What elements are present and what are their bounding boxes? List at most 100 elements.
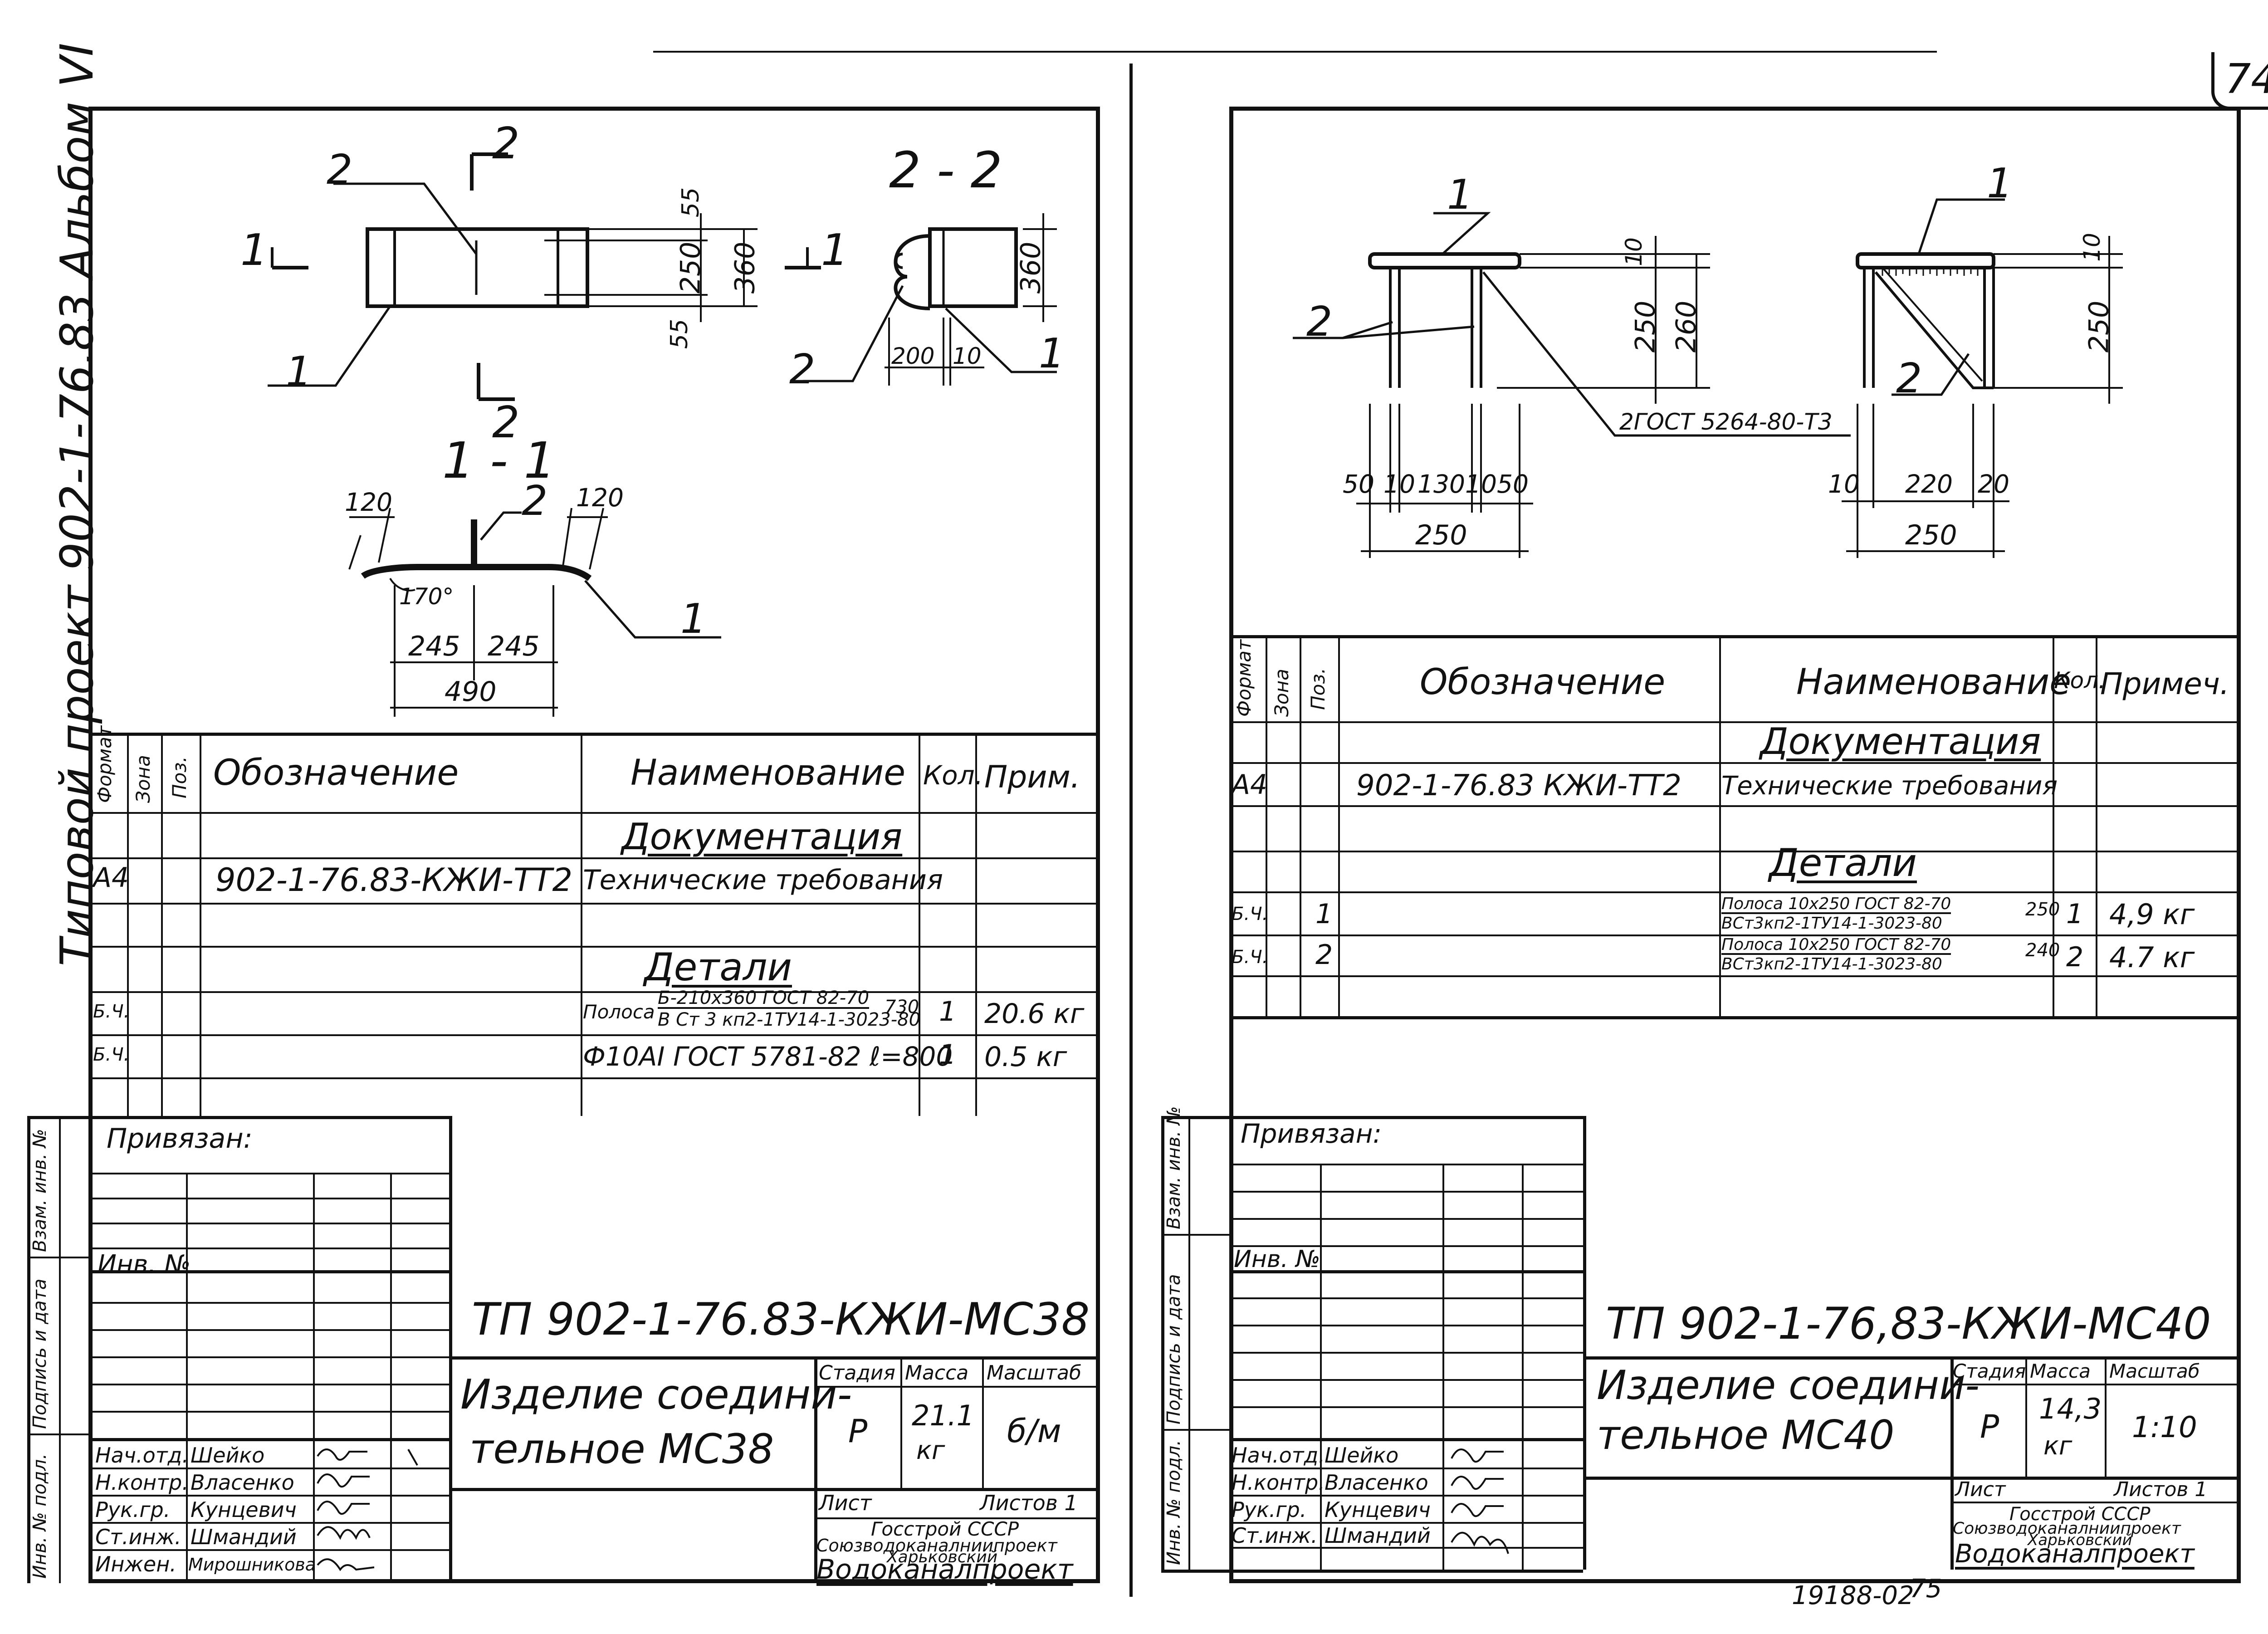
- stamp-doc-code: ТП 902-1-76,83-КЖИ-МС40: [1606, 1298, 2211, 1349]
- spec-header-designation: Обозначение: [1420, 662, 1666, 703]
- stamp-stage-label: Стадия: [819, 1361, 895, 1384]
- spec-header-name: Наименование: [631, 753, 906, 793]
- stamp-org-line4: Водоканалпроект: [816, 1554, 1073, 1585]
- spec-cell-name-bottom: ВСт3кп2-1ТУ14-1-3023-80: [1721, 955, 1942, 974]
- callout-label: 2: [327, 146, 353, 194]
- dim-label: 245: [488, 631, 540, 662]
- top-rule: [653, 51, 1937, 53]
- stamp-scale-label: Масштаб: [987, 1361, 1082, 1384]
- spec-cell-name-top: Полоса 10х250 ГОСТ 82-70: [1721, 895, 1951, 914]
- stamp-scale: 1:10: [2132, 1411, 2197, 1444]
- stamp-role: Ст.инж.: [95, 1525, 181, 1549]
- stamp-role: Рук.гр.: [1232, 1497, 1307, 1522]
- spec-section-docs: Документация: [1760, 720, 2041, 763]
- callout-label: 1: [286, 348, 312, 396]
- callout-label: 2: [1306, 298, 1333, 346]
- dim-label: 10: [1828, 470, 1860, 499]
- stamp-scale: б/м: [1007, 1413, 1061, 1450]
- callout-label: 2: [1896, 355, 1922, 402]
- spec-cell-note: 4.7 кг: [2109, 941, 2195, 974]
- stamp-role: Ст.инж.: [1232, 1523, 1318, 1548]
- spec-cell-format: Б.Ч.: [1232, 947, 1268, 968]
- spec-cell-note: 20.6 кг: [984, 998, 1085, 1030]
- stamp-title-line2: тельное МС38: [469, 1425, 774, 1473]
- stamp-org-line1: Госстрой СССР: [2009, 1504, 2151, 1525]
- stamp-title-line2: тельное МС40: [1597, 1412, 1895, 1458]
- spec-cell-name-top: Б-210х360 ГОСТ 82-70: [658, 988, 870, 1009]
- callout-label: 1: [680, 595, 707, 643]
- callout-label: 1: [1039, 330, 1065, 377]
- stamp-scale-label: Масштаб: [2109, 1360, 2200, 1382]
- stamp-org-line3: Харьковский: [887, 1548, 998, 1566]
- stamp-org-line3: Харьковский: [2028, 1531, 2132, 1549]
- callout-label: 1: [1987, 160, 2013, 207]
- dim-label: 120: [345, 488, 392, 517]
- stamp-mass: 21.1: [912, 1399, 975, 1432]
- stamp-org-line4: Водоканалпроект: [1955, 1539, 2195, 1569]
- left-sheet: [88, 107, 1100, 1583]
- spec-cell-qty: 1: [2066, 898, 2084, 930]
- dim-label: 50: [1497, 470, 1529, 499]
- stamp-person: Шмандий: [1325, 1523, 1431, 1548]
- right-sheet: [1229, 107, 2241, 1583]
- stamp-org-line1: Госстрой СССР: [871, 1518, 1019, 1540]
- stamp-person: Шейко: [191, 1443, 265, 1468]
- inventory-code: 19188-02: [1792, 1581, 1914, 1610]
- stamp-mass-unit: кг: [2043, 1431, 2072, 1461]
- dim-label: 130: [1418, 470, 1465, 499]
- stamp-bound-label: Привязан:: [107, 1123, 253, 1155]
- dim-label: 250: [1905, 519, 1957, 551]
- spec-cell-qty: 1: [939, 1039, 957, 1071]
- weld-note: 2ГОСТ 5264-80-Т3: [1619, 409, 1833, 435]
- section-1-1-title: 1 - 1: [442, 431, 556, 489]
- dim-label: 10: [953, 343, 982, 369]
- spec-cell-name-suffix: 250: [2025, 899, 2060, 920]
- stamp-person: Мирошникова: [188, 1555, 316, 1575]
- dim-label: 245: [408, 631, 460, 662]
- spec-cell-name: Технические требования: [1721, 771, 2058, 801]
- dim-label: 250: [1415, 519, 1467, 551]
- spec-cell-format: А4: [1232, 769, 1268, 801]
- stamp-inv-label: Инв. №: [1234, 1246, 1320, 1273]
- spec-cell-format: А4: [93, 862, 129, 894]
- stamp-org-line2: Союзводоканалниипроект: [1953, 1519, 2181, 1538]
- spec-cell-designation: 902-1-76.83 КЖИ-ТТ2: [1356, 769, 1681, 802]
- stamp-person: Кунцевич: [191, 1497, 297, 1522]
- stamp-title-line1: Изделие соедини-: [1597, 1362, 1980, 1409]
- spec-cell-format: Б.Ч.: [1232, 904, 1268, 925]
- spec-section-docs: Документация: [621, 816, 903, 858]
- stamp-sheet-label: Лист: [1955, 1478, 2006, 1501]
- spec-header-designation: Обозначение: [213, 753, 459, 793]
- dim-label: 170°: [399, 583, 454, 610]
- stamp-inv-label: Инв. №: [98, 1250, 191, 1279]
- stamp-sheets-label: Листов 1: [2114, 1478, 2208, 1501]
- next-page-number: 75: [1910, 1574, 1942, 1604]
- stamp-sheet-label: Лист: [819, 1491, 872, 1515]
- spec-cell-qty: 1: [939, 996, 957, 1027]
- spec-cell-designation: 902-1-76.83-КЖИ-ТТ2: [215, 861, 573, 899]
- stamp-person: Шейко: [1325, 1443, 1399, 1468]
- dim-label: 200: [891, 343, 935, 369]
- cut-mark-label: 1: [821, 225, 849, 275]
- cut-mark-label: 2: [492, 119, 520, 169]
- spec-cell-name-bottom: В Ст 3 кп2-1ТУ14-1-3023-80: [658, 1009, 921, 1030]
- spec-cell-note: 0.5 кг: [984, 1041, 1067, 1073]
- spec-header-note: Примеч.: [2100, 666, 2229, 701]
- spec-cell-name-prefix: Полоса: [583, 1001, 655, 1023]
- spec-header-qty: Кол.: [2054, 667, 2106, 694]
- spec-section-parts: Детали: [1769, 841, 1917, 885]
- dim-label: 10: [1465, 470, 1497, 499]
- stamp-role: Н.контр.: [1232, 1470, 1325, 1495]
- spec-header-qty: Кол.: [923, 760, 983, 791]
- dim-label: 220: [1905, 470, 1953, 499]
- stamp-mass-unit: кг: [916, 1436, 945, 1465]
- cut-mark-label: 2: [492, 398, 520, 448]
- spec-cell-name-bottom: ВСт3кп2-1ТУ14-1-3023-80: [1721, 914, 1942, 933]
- spec-section-parts: Детали: [644, 945, 792, 989]
- stamp-bound-label: Привязан:: [1241, 1118, 1382, 1149]
- section-2-2-title: 2 - 2: [889, 141, 1002, 199]
- stamp-mass-label: Масса: [905, 1361, 969, 1384]
- callout-label: 2: [522, 477, 548, 525]
- spec-cell-name: Ф10АI ГОСТ 5781-82 ℓ=800: [583, 1041, 953, 1072]
